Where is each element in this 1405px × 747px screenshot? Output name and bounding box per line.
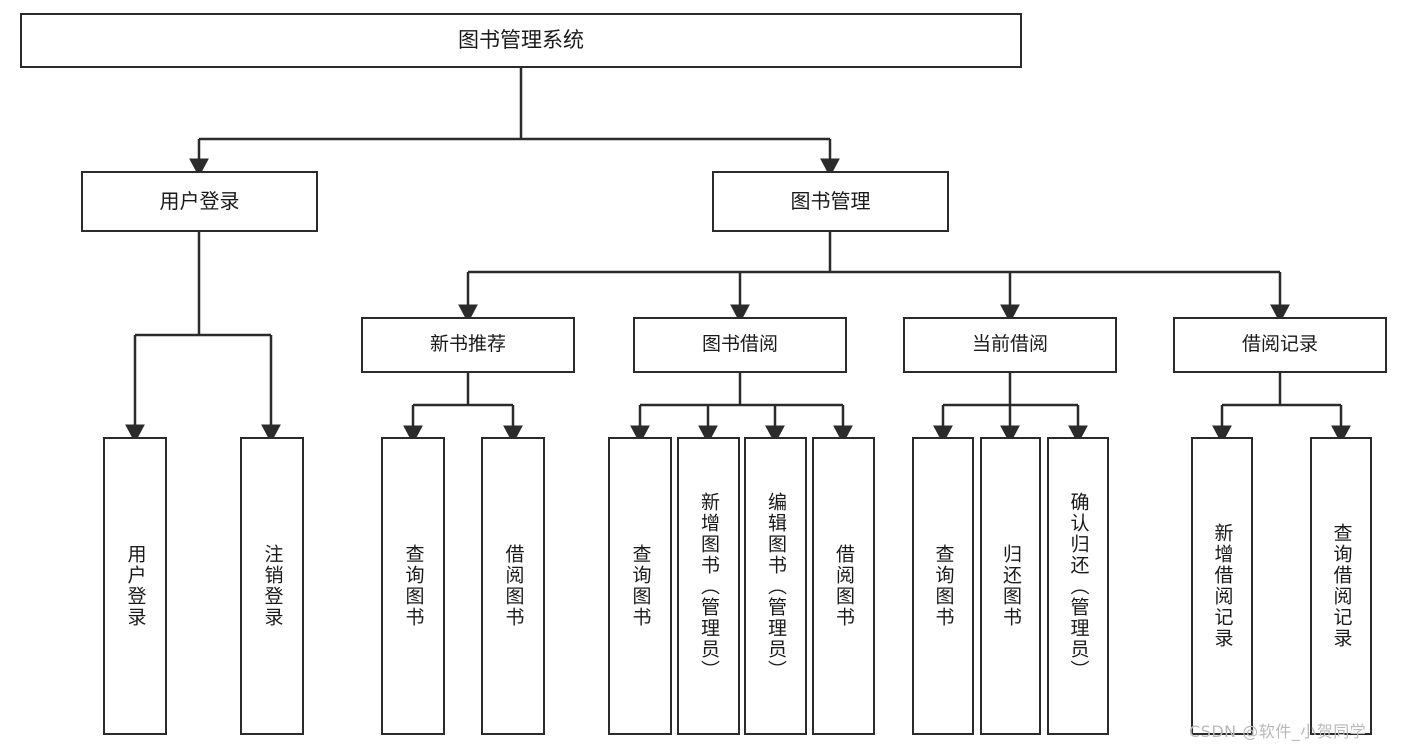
csdn-watermark: CSDN @软件_小贺同学 xyxy=(1189,722,1367,741)
node-user-login[interactable]: 用户登录 xyxy=(81,171,318,232)
node-borrow-record[interactable]: 借阅记录 xyxy=(1173,317,1387,373)
leaf-borrow-add-book-admin[interactable]: 新增图书（管理员） xyxy=(677,437,740,735)
leaf-borrow-edit-book-admin[interactable]: 编辑图书（管理员） xyxy=(744,437,807,735)
node-new-book-recommend[interactable]: 新书推荐 xyxy=(361,317,575,373)
leaf-user-login-signin[interactable]: 用户登录 xyxy=(103,437,167,735)
node-book-borrow[interactable]: 图书借阅 xyxy=(633,317,847,373)
leaf-record-add-borrow-record[interactable]: 新增借阅记录 xyxy=(1191,437,1253,735)
node-root-system[interactable]: 图书管理系统 xyxy=(20,13,1022,68)
leaf-new-book-query[interactable]: 查询图书 xyxy=(381,437,445,735)
leaf-record-query-borrow-record[interactable]: 查询借阅记录 xyxy=(1310,437,1372,735)
leaf-current-confirm-return-admin[interactable]: 确认归还（管理员） xyxy=(1047,437,1109,735)
node-current-borrow[interactable]: 当前借阅 xyxy=(903,317,1117,373)
node-book-management[interactable]: 图书管理 xyxy=(712,171,949,232)
leaf-current-return-book[interactable]: 归还图书 xyxy=(980,437,1041,735)
leaf-current-query-book[interactable]: 查询图书 xyxy=(912,437,974,735)
leaf-new-book-borrow[interactable]: 借阅图书 xyxy=(481,437,545,735)
leaf-user-login-signout[interactable]: 注销登录 xyxy=(240,437,304,735)
leaf-borrow-query-book[interactable]: 查询图书 xyxy=(608,437,672,735)
leaf-borrow-borrow-book[interactable]: 借阅图书 xyxy=(812,437,875,735)
